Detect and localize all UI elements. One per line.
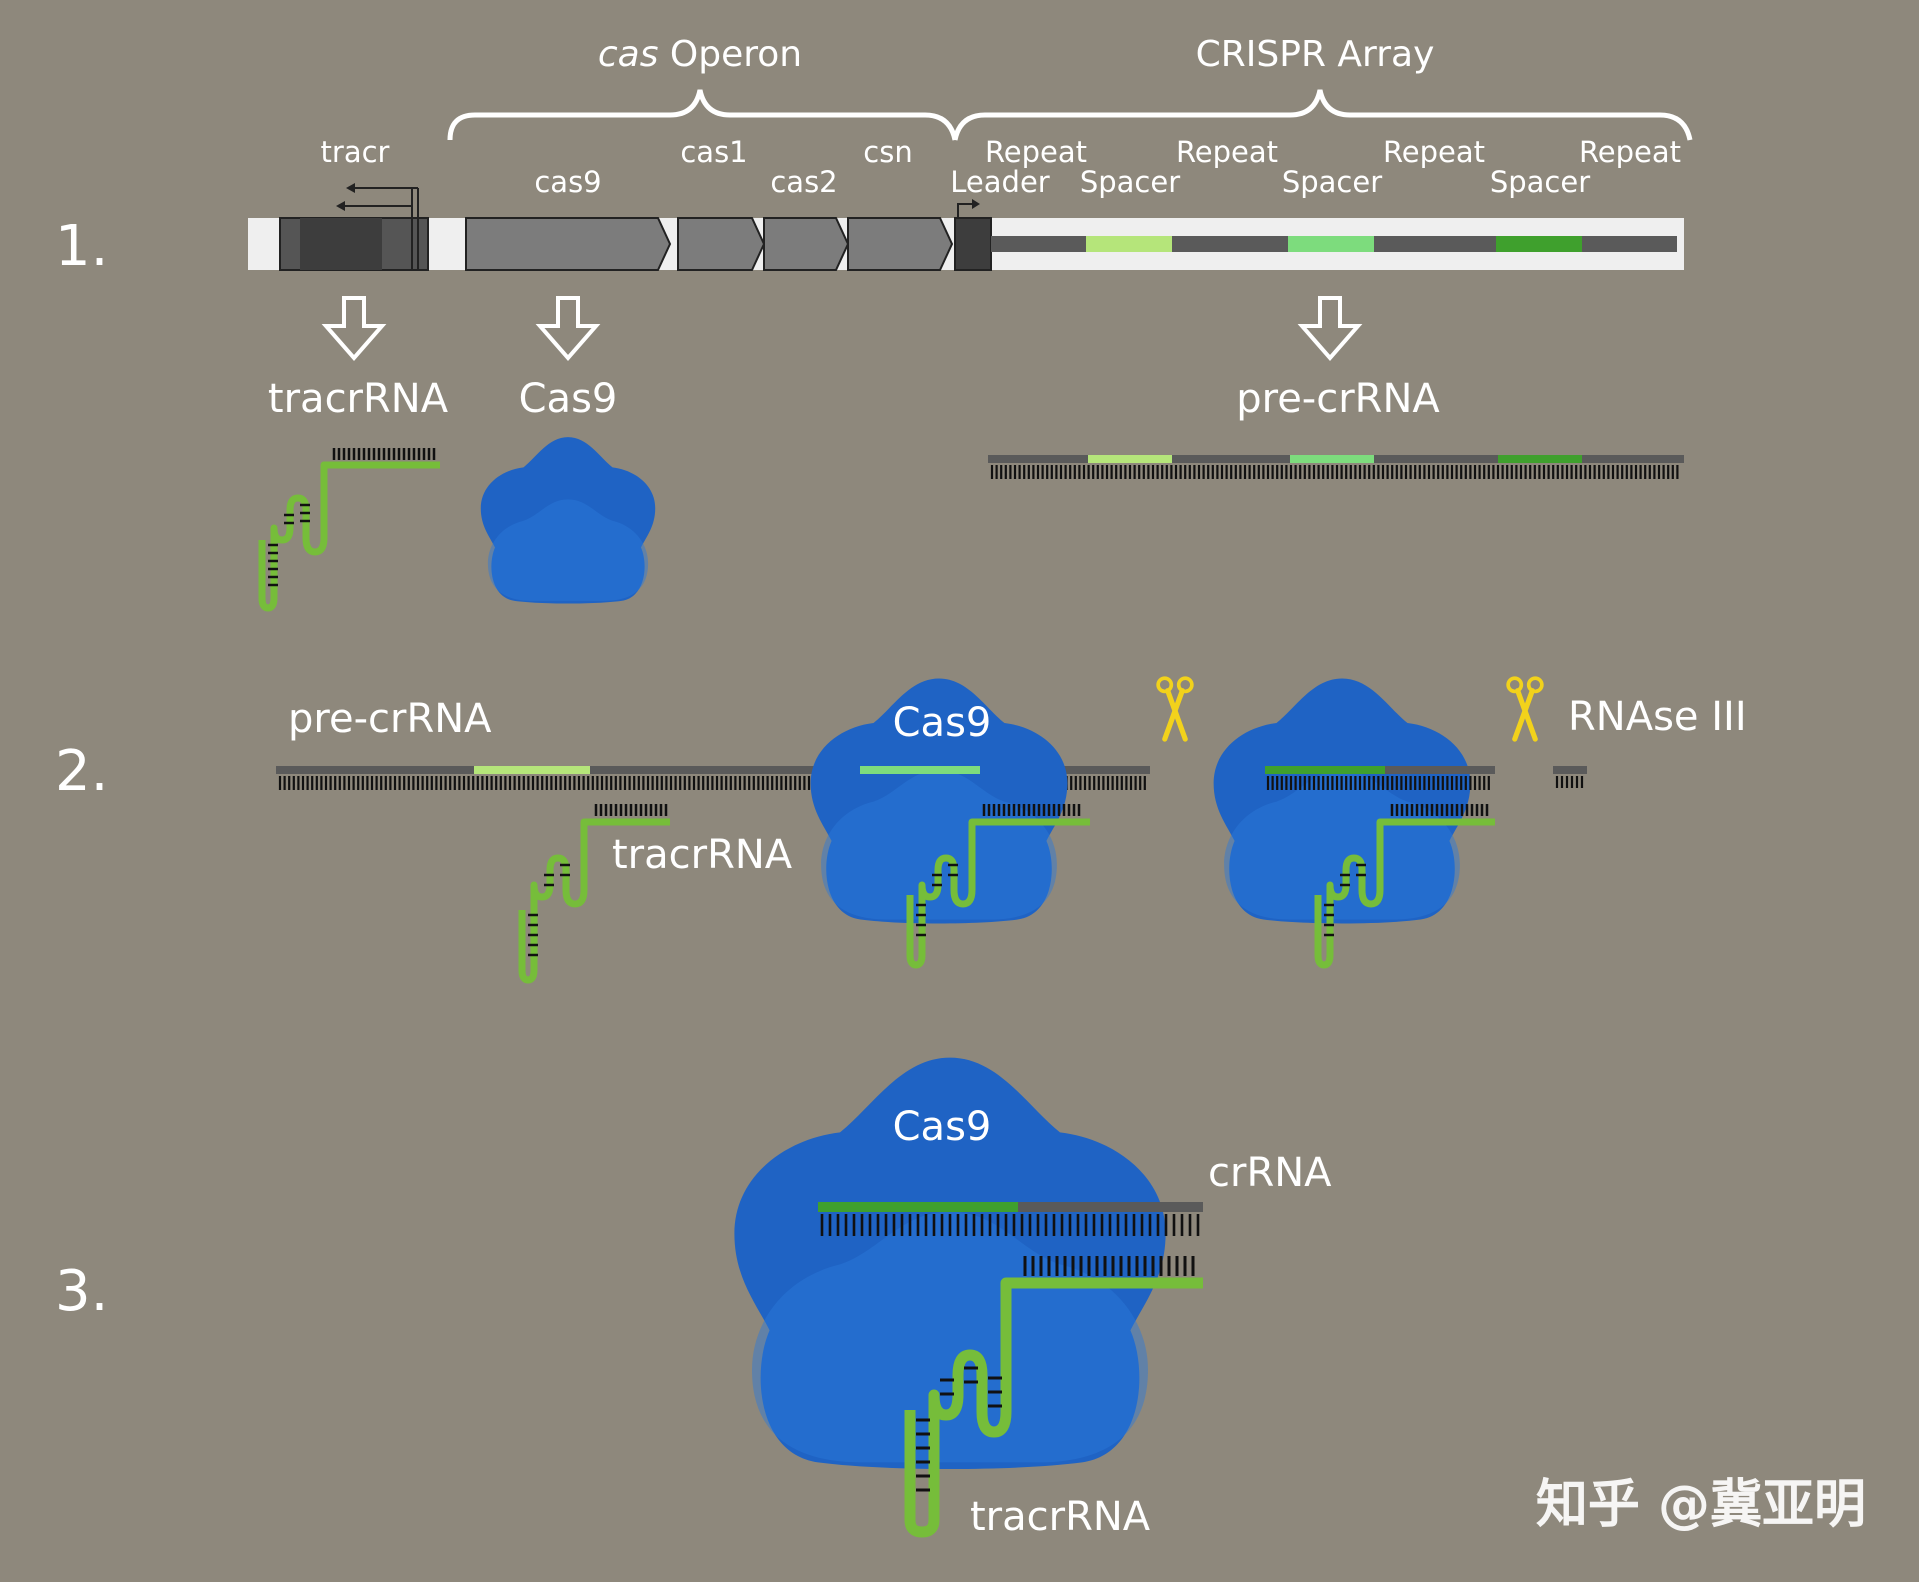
down-arrow-tracrRNA bbox=[326, 298, 382, 358]
pre-crRNA-label-1: pre-crRNA bbox=[1236, 376, 1440, 422]
cas9-protein-1 bbox=[481, 437, 655, 603]
crRNA-label: crRNA bbox=[1208, 1150, 1332, 1196]
tracr-gene-label: tracr bbox=[321, 135, 390, 169]
cas9-label-3: Cas9 bbox=[893, 1104, 992, 1150]
rnase-iii-label: RNAse III bbox=[1568, 694, 1747, 740]
leader-label: Leader bbox=[950, 165, 1050, 199]
spacer-label-2: Spacer bbox=[1282, 165, 1382, 199]
repeat-label-1: Repeat bbox=[985, 135, 1087, 169]
csn-gene-box bbox=[848, 218, 952, 270]
repeat-label-4: Repeat bbox=[1579, 135, 1681, 169]
tracrRNA-label-1: tracrRNA bbox=[268, 376, 449, 422]
cas9-gene-label: cas9 bbox=[534, 165, 601, 199]
pre-crRNA-label-2: pre-crRNA bbox=[288, 696, 492, 742]
cas9-gene-box bbox=[466, 218, 670, 270]
tracrRNA-glyph-1 bbox=[262, 448, 440, 608]
csn-gene-label: csn bbox=[863, 135, 912, 169]
step-1-label: 1. bbox=[55, 214, 108, 279]
repeat-label-2: Repeat bbox=[1176, 135, 1278, 169]
down-arrow-pre-crRNA bbox=[1302, 298, 1358, 358]
watermark-text: 知乎 @冀亚明 bbox=[1536, 1475, 1866, 1535]
crispr-array-brace bbox=[955, 90, 1690, 140]
step-2-label: 2. bbox=[55, 739, 108, 804]
cas9-label-1: Cas9 bbox=[519, 376, 618, 422]
tracrRNA-label-2: tracrRNA bbox=[612, 832, 793, 878]
cleaved-repeat-fragment bbox=[1553, 766, 1587, 788]
cas9-label-2: Cas9 bbox=[893, 700, 992, 746]
leader-box bbox=[955, 218, 991, 270]
spacer-label-1: Spacer bbox=[1080, 165, 1180, 199]
cas1-gene-label: cas1 bbox=[680, 135, 747, 169]
spacer-2-block bbox=[1288, 236, 1374, 252]
spacer-label-3: Spacer bbox=[1490, 165, 1590, 199]
tracrRNA-label-3: tracrRNA bbox=[970, 1494, 1151, 1540]
pre-crRNA-strand-1 bbox=[988, 455, 1684, 479]
repeat-label-3: Repeat bbox=[1383, 135, 1485, 169]
spacer-3-block bbox=[1496, 236, 1582, 252]
cas2-gene-box bbox=[764, 218, 848, 270]
cas2-gene-label: cas2 bbox=[770, 165, 837, 199]
cas9-complex-step2-b bbox=[1214, 678, 1471, 923]
scissors-icon-1 bbox=[1158, 678, 1192, 739]
cas-operon-brace bbox=[450, 90, 955, 140]
step-3-label: 3. bbox=[55, 1259, 108, 1324]
cas-operon-title: cas Operon bbox=[598, 34, 802, 75]
crispr-array-title: CRISPR Array bbox=[1196, 34, 1435, 75]
down-arrow-cas9 bbox=[540, 298, 596, 358]
cas1-gene-box bbox=[678, 218, 764, 270]
tracrRNA-glyph-2 bbox=[522, 804, 670, 980]
spacer-1-block bbox=[1086, 236, 1172, 252]
scissors-icon-2 bbox=[1508, 678, 1542, 739]
